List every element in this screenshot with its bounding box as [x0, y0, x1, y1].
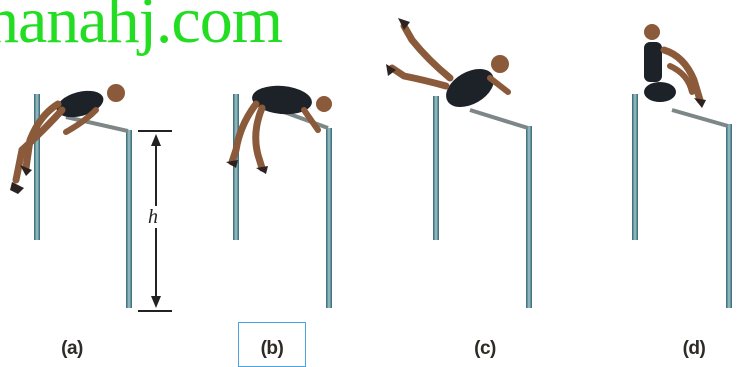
- panel-b: [226, 85, 332, 308]
- athlete-a: [10, 84, 125, 194]
- crossbar-c: [469, 108, 529, 130]
- right-post-b: [326, 128, 332, 308]
- right-post-d: [726, 124, 732, 308]
- watermark-text: hanahj.com: [0, 0, 283, 57]
- crossbar-d: [671, 108, 729, 128]
- athlete-d: [644, 24, 706, 108]
- label-a: (a): [61, 338, 83, 359]
- height-label: h: [147, 206, 159, 228]
- crossbar-a: [65, 115, 129, 133]
- athlete-b: [226, 85, 332, 174]
- label-c: (c): [474, 338, 496, 359]
- label-d: (d): [682, 338, 706, 359]
- left-post-c: [433, 96, 439, 240]
- panel-d: [632, 24, 732, 308]
- right-post-a: [126, 130, 132, 308]
- label-b: (b): [260, 338, 284, 359]
- panel-a: [10, 84, 172, 312]
- athlete-c: [386, 18, 511, 107]
- left-post-d: [632, 94, 638, 240]
- left-post-a: [34, 94, 40, 240]
- right-post-c: [526, 126, 532, 308]
- panel-c: [386, 18, 532, 308]
